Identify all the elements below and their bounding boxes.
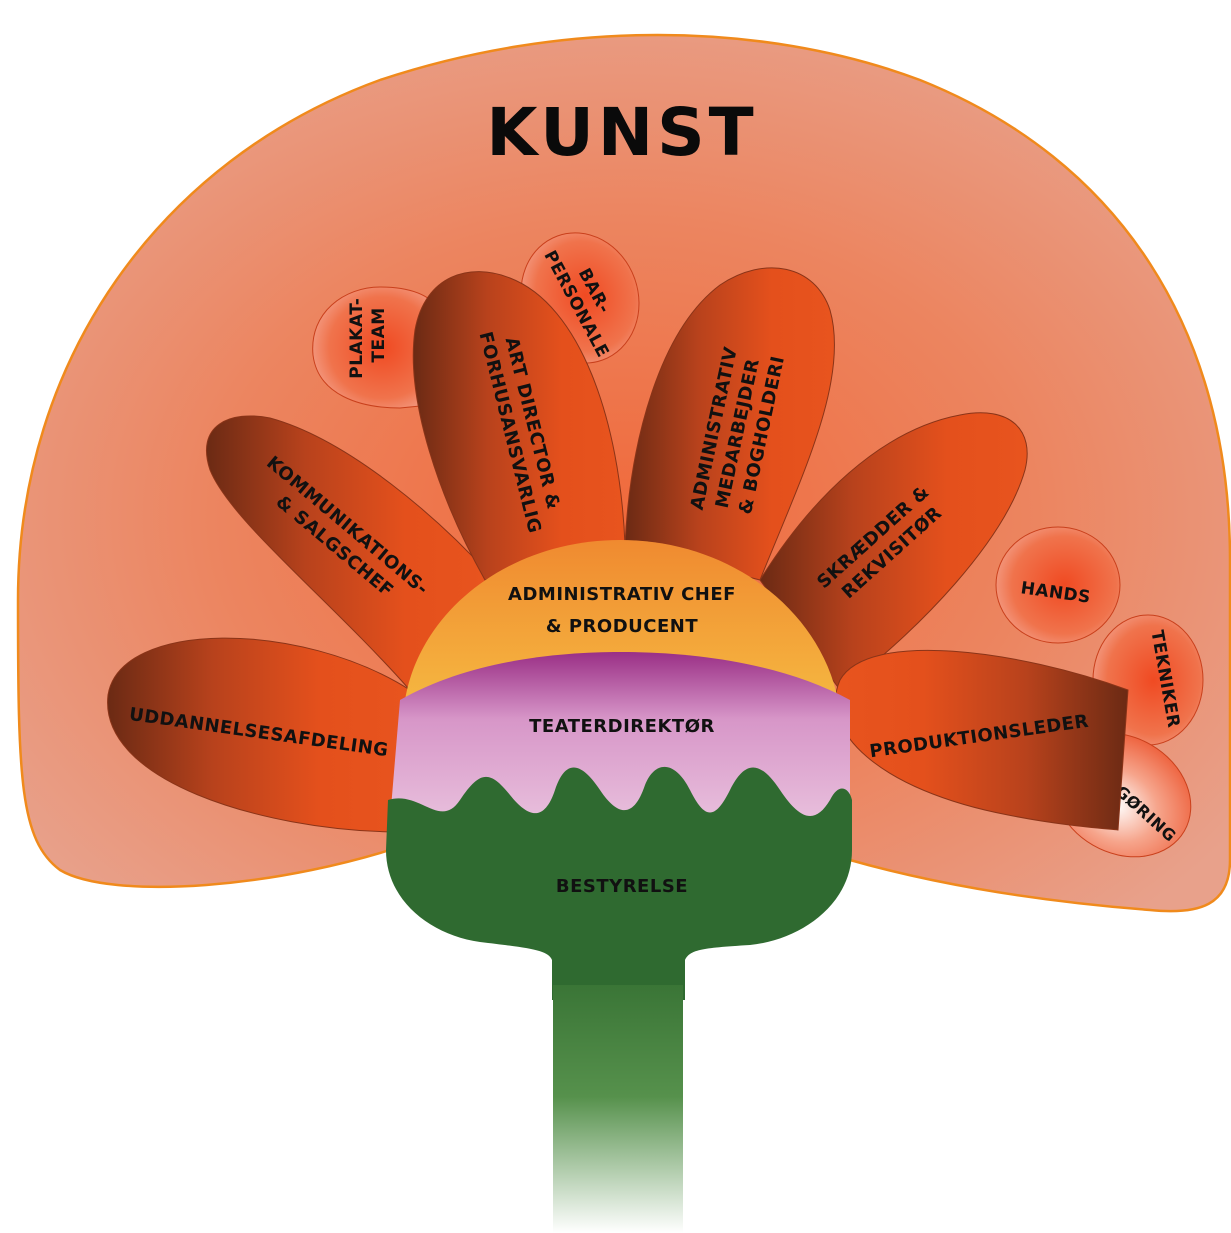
petal-skraedder: SKRÆDDER & REKVISITØR xyxy=(759,412,1028,691)
petal-administrativ: ADMINISTRATIV MEDARBEJDER & BOGHOLDERI xyxy=(624,267,836,581)
plakat-line-2: TEAM xyxy=(369,307,389,362)
small-petal-plakat: PLAKAT- TEAM xyxy=(312,286,441,409)
board-base: BESTYRELSE xyxy=(386,766,852,1233)
director-band: TEATERDIREKTØR xyxy=(390,652,850,820)
producer-dome: ADMINISTRATIV CHEF & PRODUCENT xyxy=(405,540,838,700)
petal-produktion: PRODUKTIONSLEDER xyxy=(835,649,1129,831)
producer-line-2: & PRODUCENT xyxy=(546,616,698,637)
board-label: BESTYRELSE xyxy=(556,876,688,897)
small-petal-hands: HANDS xyxy=(995,526,1121,644)
svg-text:PLAKAT- TEAM: PLAKAT- TEAM xyxy=(347,291,389,379)
director-label: TEATERDIREKTØR xyxy=(529,716,715,737)
petal-art-director: ART DIRECTOR & FORHUSANSVARLIG xyxy=(412,271,626,581)
petal-uddannelse: UDDANNELSESAFDELING xyxy=(107,637,411,833)
stem xyxy=(553,985,683,1233)
plakat-line-1: PLAKAT- xyxy=(347,298,367,379)
producer-line-1: ADMINISTRATIV CHEF xyxy=(508,584,736,605)
diagram-title: KUNST xyxy=(486,94,757,171)
